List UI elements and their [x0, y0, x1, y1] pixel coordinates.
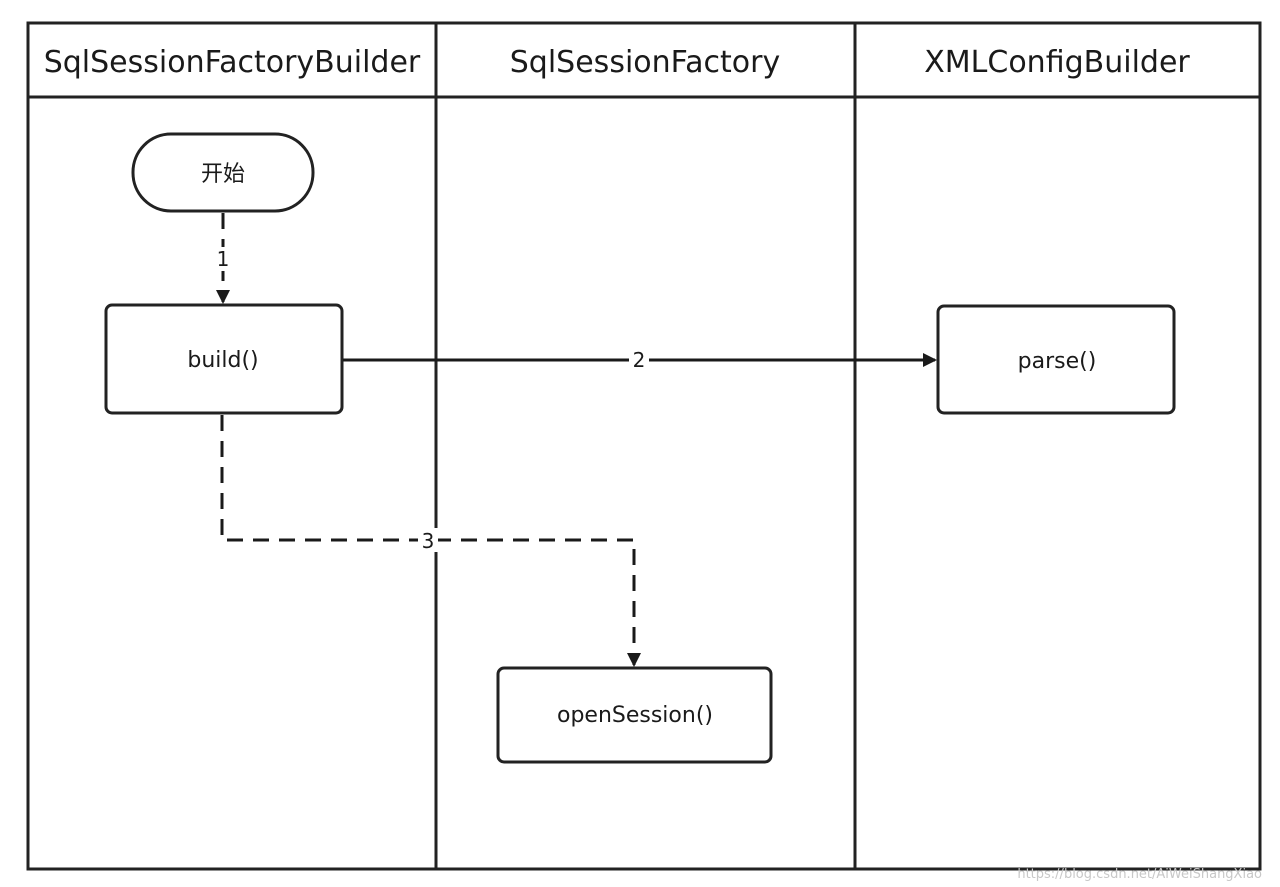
watermark: https://blog.csdn.net/AiWeiShangXiao	[1017, 867, 1262, 882]
edge-1: 1	[213, 213, 233, 304]
lane-title-sqlsessionfactory: SqlSessionFactory	[510, 45, 780, 80]
node-parse: parse()	[936, 304, 1176, 415]
lane-title-sqlsessionfactorybuilder: SqlSessionFactoryBuilder	[44, 45, 421, 80]
edge-2-label: 2	[633, 348, 646, 372]
edge-3-label: 3	[422, 529, 435, 553]
lane-title-xmlconfigbuilder: XMLConfigBuilder	[924, 45, 1190, 80]
node-build: build()	[104, 303, 344, 415]
node-open-session: openSession()	[496, 666, 773, 764]
node-parse-label: parse()	[1018, 349, 1097, 374]
node-open-session-label: openSession()	[557, 703, 713, 728]
node-start: 开始	[131, 132, 315, 213]
edge-2: 2	[343, 348, 937, 372]
edge-3: 3	[220, 415, 641, 667]
edge-1-label: 1	[217, 247, 230, 271]
node-build-label: build()	[187, 348, 258, 373]
node-start-label: 开始	[201, 162, 245, 187]
